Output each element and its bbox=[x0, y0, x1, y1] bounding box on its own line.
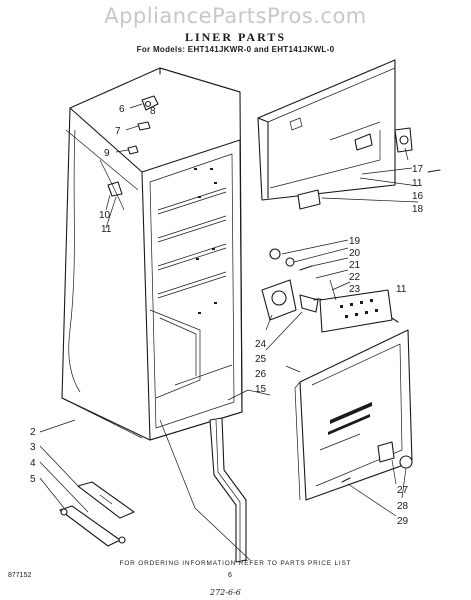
callout-23: 23 bbox=[349, 284, 361, 295]
callout-28: 28 bbox=[397, 501, 409, 512]
page-number: 6 bbox=[228, 572, 232, 579]
callout-16: 16 bbox=[412, 191, 424, 202]
callout-19: 19 bbox=[349, 236, 361, 247]
callout-18: 18 bbox=[412, 204, 424, 215]
base-rail-assembly bbox=[39, 419, 251, 561]
callout-17: 17 bbox=[412, 164, 424, 175]
evaporator-grille bbox=[319, 289, 393, 333]
lower-air-duct-panel bbox=[285, 329, 413, 517]
callout-9: 9 bbox=[104, 148, 110, 159]
diagram-subtitle: For Models: EHT141JKWR-0 and EHT141JKWL-… bbox=[136, 45, 335, 54]
part-18-label-plate bbox=[297, 189, 321, 210]
callout-numbers: 6 7 8 9 10 11 17 11 16 18 19 20 21 22 23… bbox=[30, 104, 424, 527]
diagram-title: LINER PARTS bbox=[184, 30, 287, 44]
fan-motor-assembly bbox=[261, 239, 399, 351]
callout-26: 26 bbox=[255, 369, 267, 380]
part-27 bbox=[377, 441, 395, 463]
ordering-note: FOR ORDERING INFORMATION REFER TO PARTS … bbox=[119, 560, 352, 567]
callout-11-a: 11 bbox=[101, 224, 112, 235]
callout-11-c: 11 bbox=[396, 284, 407, 295]
callout-2: 2 bbox=[30, 427, 36, 438]
callout-7: 7 bbox=[115, 126, 121, 137]
liner-front-frame bbox=[141, 139, 243, 441]
callout-20: 20 bbox=[349, 248, 361, 259]
callout-22: 22 bbox=[349, 272, 361, 283]
callout-6: 6 bbox=[119, 104, 125, 115]
callout-15: 15 bbox=[255, 384, 267, 395]
callout-5: 5 bbox=[30, 474, 36, 485]
callout-10: 10 bbox=[99, 210, 111, 221]
air-duct-channel bbox=[209, 389, 271, 563]
handwritten-note: 272-6-6 bbox=[210, 588, 241, 597]
callout-8: 8 bbox=[150, 106, 156, 117]
callout-21: 21 bbox=[349, 260, 361, 271]
callout-24: 24 bbox=[255, 339, 267, 350]
liner-cabinet bbox=[61, 67, 243, 441]
part-20 bbox=[285, 257, 295, 267]
callout-3: 3 bbox=[30, 442, 36, 453]
part-code: 877152 bbox=[8, 572, 32, 579]
callout-25: 25 bbox=[255, 354, 267, 365]
callout-4: 4 bbox=[30, 458, 36, 469]
callout-29: 29 bbox=[397, 516, 409, 527]
evaporator-cover-panel bbox=[257, 59, 441, 210]
callout-11-b: 11 bbox=[412, 178, 423, 189]
part-19 bbox=[269, 248, 281, 260]
control-hardware-cluster bbox=[99, 95, 159, 229]
watermark: AppliancePartsPros.com bbox=[104, 4, 367, 28]
callout-27: 27 bbox=[397, 485, 409, 496]
part-28-knob bbox=[399, 455, 413, 469]
